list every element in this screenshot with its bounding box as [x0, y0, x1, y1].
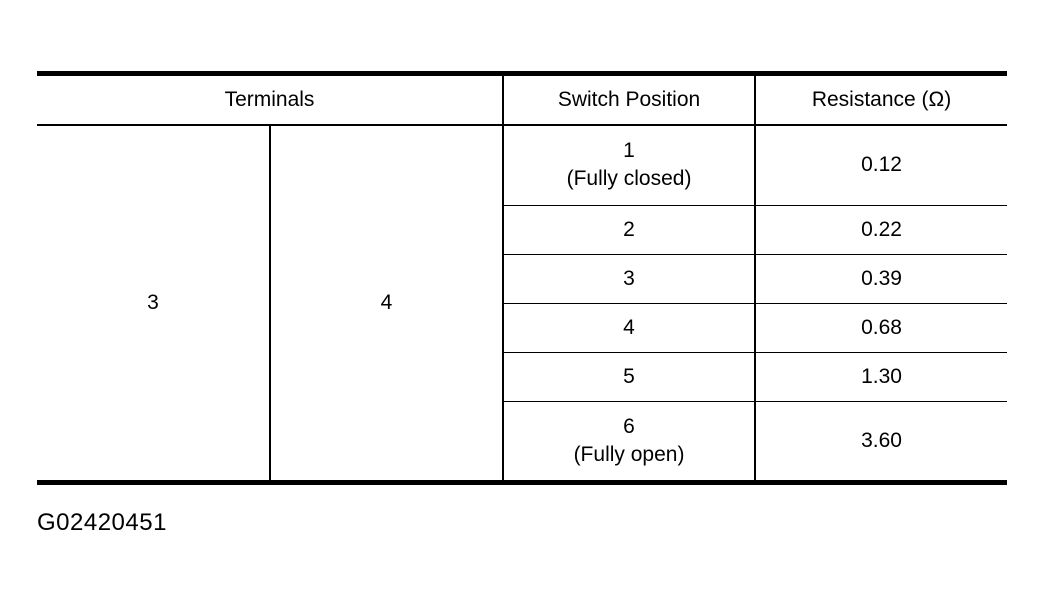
table-row: 6 (Fully open) 3.60	[37, 401, 1008, 483]
header-switch-position: Switch Position	[502, 73, 756, 126]
switch-position-cell: 1 (Fully closed)	[502, 124, 756, 206]
table-row: 3 0.39	[37, 254, 1008, 304]
switch-position-cell: 4	[502, 303, 756, 353]
resistance-cell: 3.60	[754, 401, 1008, 483]
figure-id: G02420451	[37, 509, 167, 536]
table-row: 3 4 1 (Fully closed) 0.12	[37, 124, 1008, 483]
table-row: 5 1.30	[37, 352, 1008, 402]
resistance-table: Terminals Switch Position Resistance (Ω)…	[37, 71, 1008, 485]
resistance-cell: 0.39	[754, 254, 1008, 304]
header-terminals: Terminals	[37, 73, 504, 126]
resistance-cell: 1.30	[754, 352, 1008, 402]
resistance-cell: 0.68	[754, 303, 1008, 353]
switch-position-cell: 5	[502, 352, 756, 402]
table-row: 2 0.22	[37, 205, 1008, 255]
table-row: 4 0.68	[37, 303, 1008, 353]
header-resistance: Resistance (Ω)	[754, 73, 1008, 126]
switch-position-value: 6	[623, 414, 635, 438]
table-header-row: Terminals Switch Position Resistance (Ω)	[37, 73, 1008, 126]
terminal-left-cell: 3	[147, 290, 159, 314]
resistance-cell: 0.22	[754, 205, 1008, 255]
switch-position-note: (Fully closed)	[566, 167, 692, 191]
switch-position-note: (Fully open)	[573, 443, 685, 466]
switch-position-cell: 2	[502, 205, 756, 255]
switch-position-value: 1	[623, 138, 635, 162]
switch-position-cell: 6 (Fully open)	[502, 401, 756, 483]
resistance-cell: 0.12	[754, 124, 1008, 206]
terminal-right-cell: 4	[268, 124, 504, 483]
switch-position-cell: 3	[502, 254, 756, 304]
